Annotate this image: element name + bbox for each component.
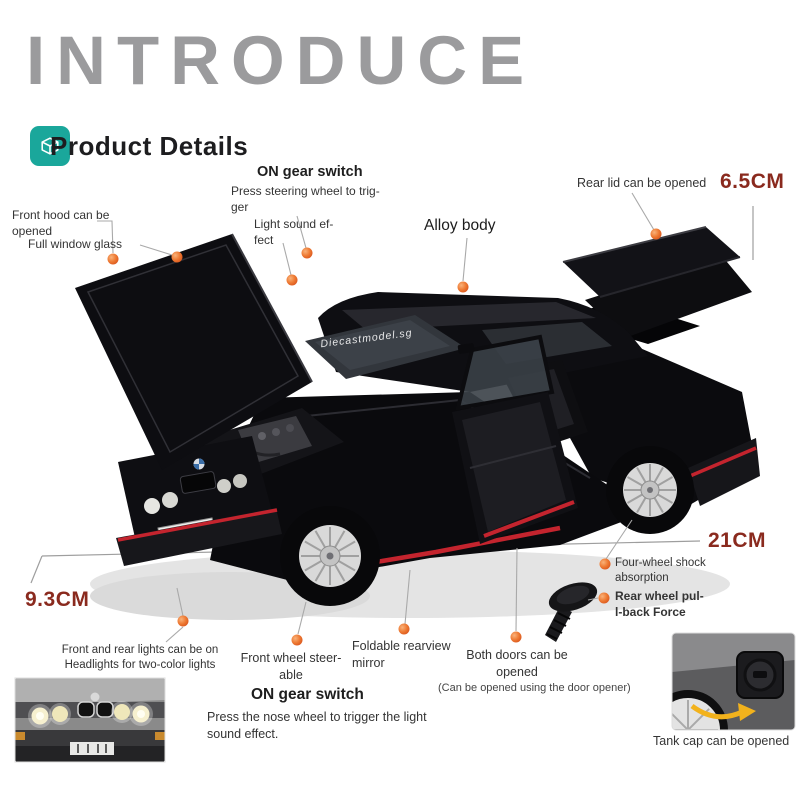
product-box-icon [30,126,70,166]
callout-front-wheel-steer: Front wheel steer- able [240,651,342,682]
callout-doors: Both doors can be opened [466,648,568,679]
dimension-length: 21CM [708,529,767,552]
callout-window-glass: Full window glass [28,237,123,251]
callout-lights: Front and rear lights can be on Headligh… [61,644,219,672]
headlights-photo [14,677,166,763]
callout-gear-switch-bottom-desc: Press the nose wheel to trigger the ligh… [207,710,427,741]
callout-gear-switch-bottom-title: ON gear switch [251,686,364,703]
callout-dots [107,228,662,646]
callout-shock-absorption: Four-wheel shock absorption [615,557,706,585]
headlights [144,474,247,514]
callout-gear-switch-top-title: ON gear switch [257,164,363,180]
callout-front-hood: Front hood can be opened [12,208,110,238]
callout-alloy-body: Alloy body [424,217,496,234]
page-title: INTRODUCE [26,22,536,99]
callout-rear-lid: Rear lid can be opened [577,176,707,190]
front-wheel [280,506,380,606]
screw-part [545,582,598,642]
dimension-height: 6.5CM [720,170,785,193]
dimension-width: 9.3CM [25,588,90,611]
section-title: Product Details [50,131,249,161]
callout-tank-cap: Tank cap can be opened [653,734,790,748]
callout-lines [97,192,655,643]
callout-doors-note: (Can be opened using the door opener) [438,682,631,694]
callout-gear-switch-top-desc: Press steering wheel to trig- ger [231,184,380,214]
cube-icon [41,137,59,155]
rear-wheel [606,446,694,534]
arrow-icon [690,703,744,720]
tank-cap-photo [671,632,796,731]
car-illustration [75,226,760,606]
callout-light-sound: Light sound ef- fect [254,217,334,247]
callout-rearview-mirror: Foldable rearview mirror [352,639,451,670]
callout-pull-back-force: Rear wheel pul- l-back Force [615,589,704,619]
open-door [452,334,578,544]
